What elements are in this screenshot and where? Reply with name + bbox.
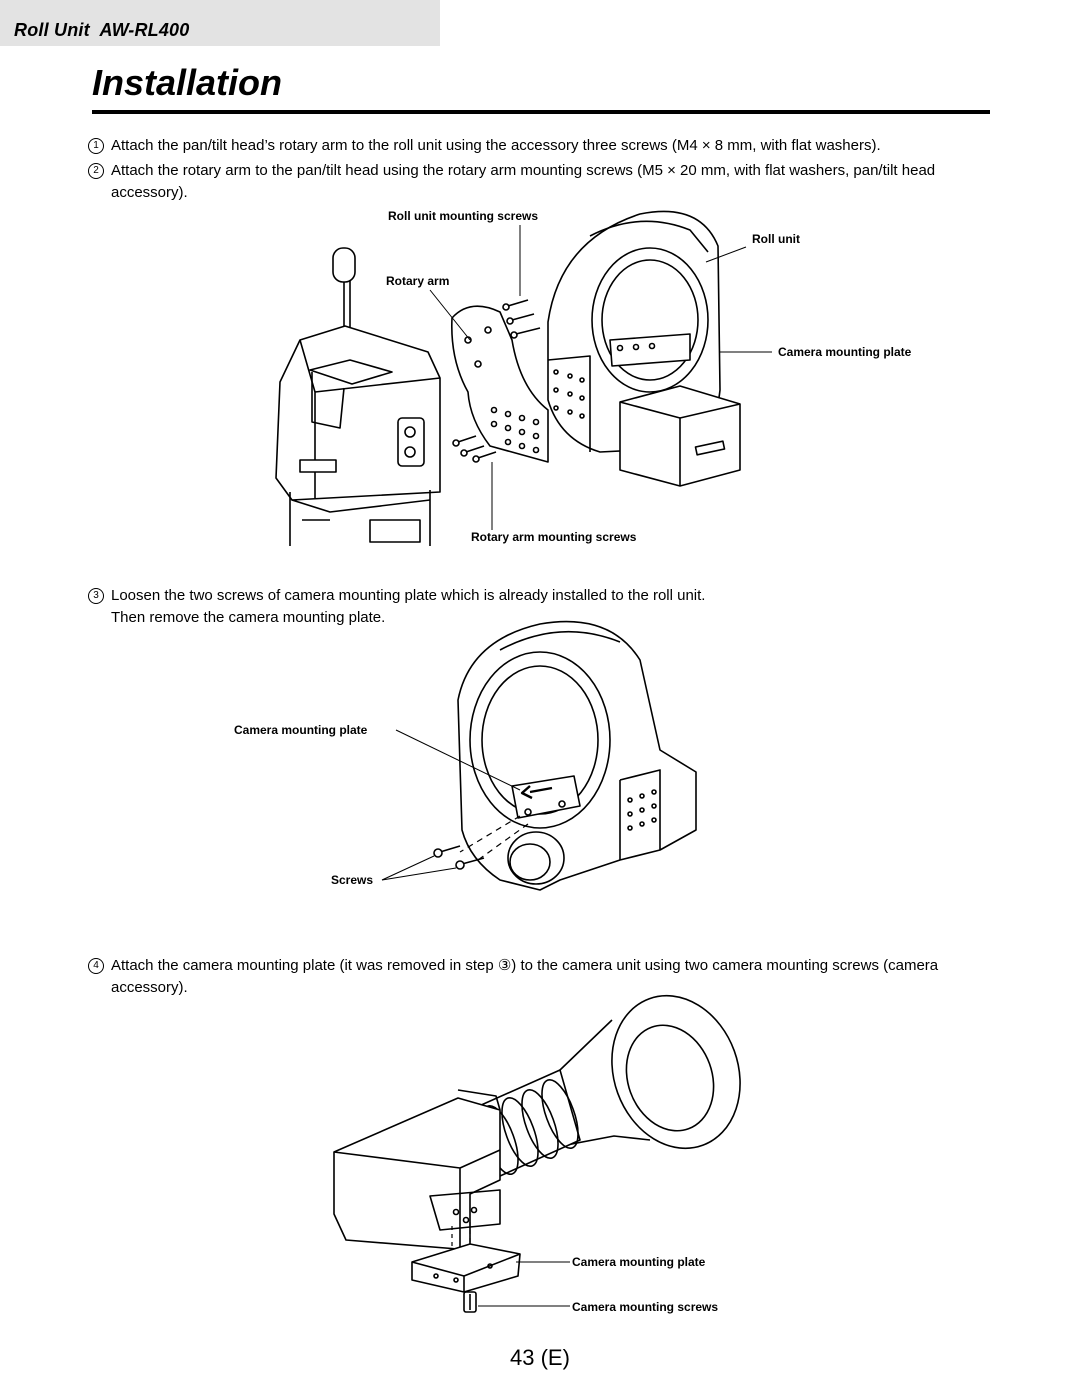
- section-label: Roll Unit AW-RL400: [14, 20, 190, 40]
- step-number: 1: [88, 138, 104, 154]
- label-rotary-arm: Rotary arm: [386, 274, 450, 288]
- title-rule: [92, 110, 990, 114]
- step-text: Attach the camera mounting plate (it was…: [111, 957, 939, 996]
- step-1: 1 Attach the pan/tilt head’s rotary arm …: [88, 135, 988, 157]
- label-roll-unit-mounting-screws: Roll unit mounting screws: [388, 209, 539, 223]
- step-4: 4 Attach the camera mounting plate (it w…: [88, 955, 988, 999]
- label-rotary-arm-mounting-screws: Rotary arm mounting screws: [471, 530, 637, 544]
- label-camera-mounting-plate: Camera mounting plate: [778, 345, 912, 359]
- step-text: Attach the rotary arm to the pan/tilt he…: [111, 162, 936, 201]
- step-number: 2: [88, 163, 104, 179]
- step-text: Attach the pan/tilt head’s rotary arm to…: [111, 137, 881, 154]
- label-screws: Screws: [331, 873, 374, 887]
- step-text: Loosen the two screws of camera mounting…: [111, 587, 706, 626]
- label-camera-mounting-plate: Camera mounting plate: [234, 723, 368, 737]
- page-title: Installation: [92, 62, 283, 103]
- label-camera-mounting-plate: Camera mounting plate: [572, 1255, 706, 1269]
- step-number: 4: [88, 958, 104, 974]
- label-roll-unit: Roll unit: [752, 232, 800, 246]
- step-2: 2 Attach the rotary arm to the pan/tilt …: [88, 160, 988, 204]
- label-camera-mounting-screws: Camera mounting screws: [572, 1300, 719, 1314]
- page-number: 43 (E): [510, 1345, 570, 1370]
- step-3: 3 Loosen the two screws of camera mounti…: [88, 585, 988, 629]
- section-header-tab: Roll Unit AW-RL400: [0, 0, 440, 46]
- step-number: 3: [88, 588, 104, 604]
